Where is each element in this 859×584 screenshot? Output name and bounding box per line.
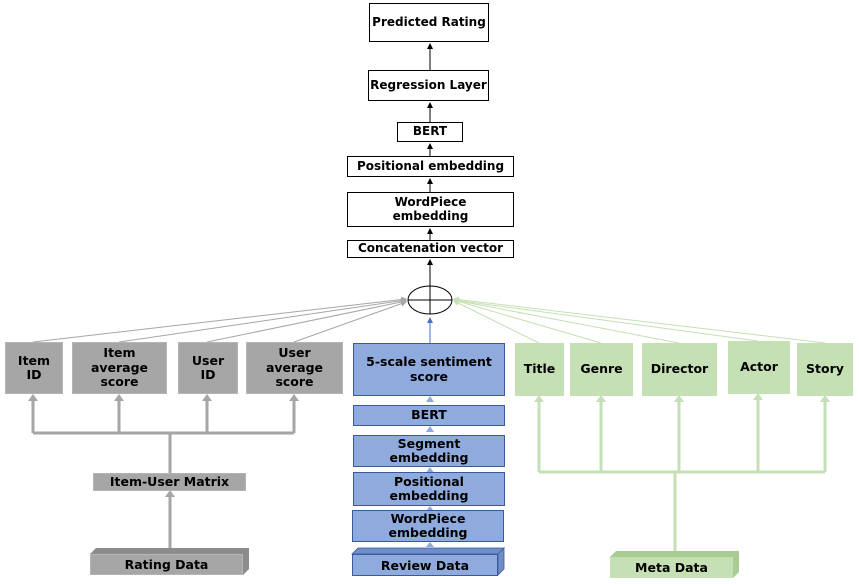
story-box: Story — [797, 343, 853, 396]
item-user-matrix-box: Item-User Matrix — [93, 473, 246, 491]
user-id-box: User ID — [178, 342, 238, 394]
bert-box: BERT — [397, 122, 463, 142]
user-average-score-box: User average score — [246, 342, 343, 394]
rating-tree — [31, 400, 296, 548]
sentiment-score-box: 5-scale sentiment score — [353, 343, 505, 396]
item-id-box: Item ID — [5, 342, 63, 394]
meta-tree — [537, 398, 827, 551]
genre-box: Genre — [570, 343, 633, 396]
review-arrows — [426, 396, 434, 547]
rating-to-sum-lines — [32, 296, 407, 343]
review-positional-embedding-box: Positional embedding — [353, 472, 505, 506]
meta-to-sum-lines — [453, 296, 826, 344]
director-box: Director — [642, 343, 717, 396]
review-data-source: Review Data — [352, 554, 498, 576]
concatenation-vector-box: Concatenation vector — [347, 240, 514, 258]
title-box: Title — [515, 343, 564, 396]
predicted-rating-box: Predicted Rating — [369, 3, 489, 42]
item-average-score-box: Item average score — [72, 342, 167, 394]
regression-layer-box: Regression Layer — [368, 70, 489, 101]
rating-data-source: Rating Data — [90, 554, 243, 575]
review-bert-box: BERT — [353, 405, 505, 426]
review-wordpiece-embedding-box: WordPiece embedding — [352, 510, 504, 542]
data-source-3d-edges — [90, 547, 739, 578]
wordpiece-embedding-box: WordPiece embedding — [347, 192, 514, 227]
actor-box: Actor — [728, 341, 790, 394]
meta-data-source: Meta Data — [610, 557, 733, 578]
positional-embedding-box: Positional embedding — [347, 156, 514, 177]
segment-embedding-box: Segment embedding — [353, 435, 505, 467]
